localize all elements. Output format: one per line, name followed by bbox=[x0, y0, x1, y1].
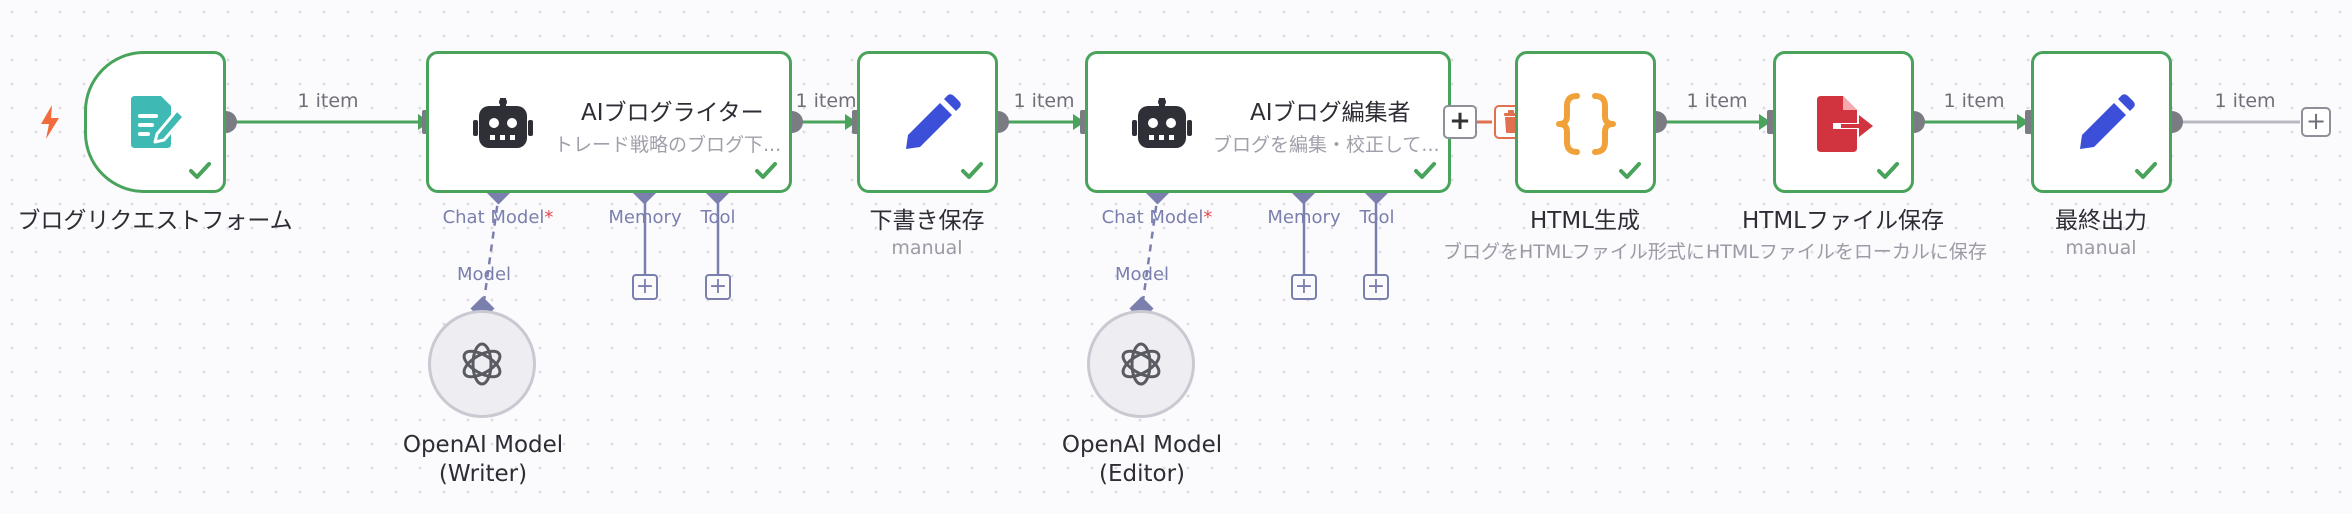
robot-icon bbox=[1132, 98, 1192, 148]
add-memory-button-editor[interactable]: + bbox=[1291, 274, 1317, 300]
node-subtitle-html-save: HTMLファイルをローカルに保存 bbox=[1706, 241, 1987, 263]
node-title-form: ブログリクエストフォーム bbox=[17, 208, 293, 234]
node-draft-save[interactable] bbox=[857, 51, 998, 193]
node-final-output[interactable] bbox=[2031, 51, 2172, 193]
node-openai-model-writer[interactable] bbox=[428, 310, 536, 418]
add-tool-button-writer[interactable]: + bbox=[705, 274, 731, 300]
file-export-icon bbox=[1817, 96, 1873, 152]
port-label-writer-tool: Tool bbox=[700, 207, 736, 228]
port-label-editor-model: Model bbox=[1114, 264, 1170, 285]
node-blog-request-form[interactable] bbox=[84, 51, 226, 193]
add-next-node-button[interactable]: + bbox=[2301, 107, 2331, 137]
check-icon bbox=[1414, 162, 1436, 179]
arrow-draft bbox=[845, 114, 857, 130]
node-html-file-save[interactable] bbox=[1773, 51, 1914, 193]
node-openai-model-editor[interactable] bbox=[1087, 310, 1195, 418]
check-icon bbox=[2135, 162, 2157, 179]
openai-icon bbox=[1121, 342, 1161, 386]
model-title-writer-line2: (Writer) bbox=[438, 461, 528, 487]
dash-writer-model bbox=[481, 192, 501, 309]
port-label-writer-memory: Memory bbox=[608, 207, 682, 228]
add-memory-button-writer[interactable]: + bbox=[632, 274, 658, 300]
edge-label-draft-editor: 1 item bbox=[1013, 90, 1075, 112]
arrow-final bbox=[2017, 114, 2029, 130]
edge-label-htmlgen-htmlsave: 1 item bbox=[1686, 90, 1748, 112]
arrow-htmlsave bbox=[1759, 114, 1771, 130]
node-title-html-gen: HTML生成 bbox=[1529, 208, 1641, 234]
insert-node-button[interactable]: + bbox=[1443, 105, 1477, 139]
check-icon bbox=[189, 162, 211, 179]
pen-icon bbox=[2080, 94, 2135, 149]
pen-icon bbox=[906, 94, 961, 149]
node-title-html-save: HTMLファイル保存 bbox=[1741, 208, 1945, 234]
node-title-writer: AIブログライター bbox=[581, 100, 764, 126]
form-icon bbox=[131, 96, 186, 148]
port-label-writer-chat-model: Chat Model* bbox=[442, 207, 554, 228]
add-tool-button-editor[interactable]: + bbox=[1363, 274, 1389, 300]
node-subtitle-final: manual bbox=[2065, 237, 2137, 259]
node-html-generate[interactable] bbox=[1515, 51, 1656, 193]
node-subtitle-html-gen: ブログをHTMLファイル形式に... bbox=[1443, 241, 1705, 263]
port-label-editor-chat-model: Chat Model* bbox=[1101, 207, 1213, 228]
node-title-draft: 下書き保存 bbox=[869, 208, 985, 234]
port-label-editor-tool: Tool bbox=[1359, 207, 1395, 228]
check-icon bbox=[1619, 162, 1641, 179]
bolt-icon bbox=[41, 105, 59, 139]
node-ai-blog-editor[interactable]: AIブログ編集者 ブログを編集・校正して... bbox=[1085, 51, 1451, 193]
openai-icon bbox=[462, 342, 502, 386]
node-ai-blog-writer[interactable]: AIブログライター トレード戦略のブログ下... bbox=[426, 51, 792, 193]
node-subtitle-writer: トレード戦略のブログ下... bbox=[554, 134, 780, 156]
node-subtitle-editor: ブログを編集・校正して... bbox=[1213, 134, 1439, 156]
trash-icon bbox=[1504, 110, 1518, 133]
robot-icon bbox=[473, 98, 533, 148]
model-title-editor-line1: OpenAI Model bbox=[1061, 432, 1223, 458]
model-title-writer-line1: OpenAI Model bbox=[402, 432, 564, 458]
arrow-editor bbox=[1073, 114, 1085, 130]
edge-label-writer-draft: 1 item bbox=[795, 90, 857, 112]
dash-editor-model bbox=[1140, 192, 1160, 309]
node-title-editor: AIブログ編集者 bbox=[1250, 100, 1411, 126]
edge-label-form-writer: 1 item bbox=[297, 90, 359, 112]
node-subtitle-draft: manual bbox=[891, 237, 963, 259]
check-icon bbox=[1877, 162, 1899, 179]
model-title-editor-line2: (Editor) bbox=[1098, 461, 1186, 487]
port-label-editor-memory: Memory bbox=[1267, 207, 1341, 228]
braces-icon bbox=[1556, 93, 1616, 155]
edge-label-final-end: 1 item bbox=[2214, 90, 2276, 112]
check-icon bbox=[755, 162, 777, 179]
node-title-final: 最終出力 bbox=[2055, 208, 2147, 234]
edge-label-htmlsave-final: 1 item bbox=[1943, 90, 2005, 112]
port-label-writer-model: Model bbox=[456, 264, 512, 285]
check-icon bbox=[961, 162, 983, 179]
